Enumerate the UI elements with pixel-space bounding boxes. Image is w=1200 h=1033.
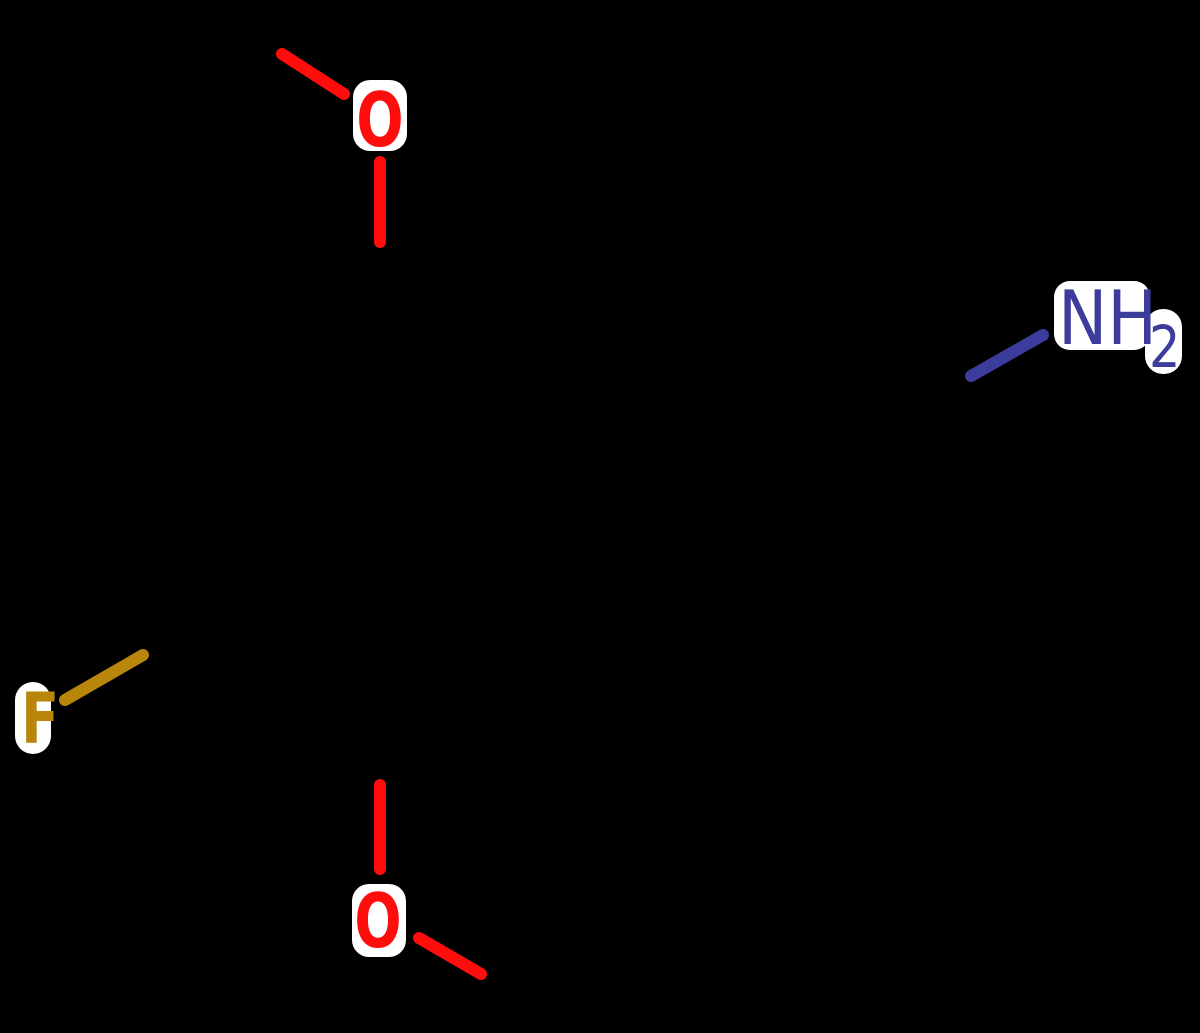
- fluorine-carbon-half-bond: [137, 604, 228, 661]
- bottom-oxygen-label: O: [354, 878, 401, 966]
- label-amine-group: NH 2: [1054, 274, 1182, 381]
- label-bottom-methoxy-oxygen: O: [352, 878, 406, 966]
- ring-bond-top-left: [212, 316, 386, 421]
- amine-label-background: [1054, 281, 1150, 350]
- ring-bond-left: [212, 409, 228, 616]
- ring-bond-bottom-left: [216, 604, 386, 701]
- ring-bond-top-right: [374, 316, 548, 421]
- chain-bond-c2-to-n-carbon-half: [894, 370, 977, 423]
- fluorine-label: F: [21, 678, 59, 760]
- ring-double-bond-top-right: [390, 344, 516, 421]
- label-fluorine: F: [15, 678, 59, 760]
- chain-bond-ring-to-c1: [536, 409, 727, 518]
- fluorine-label-background: [15, 682, 51, 754]
- ring-double-bond-bottom-right: [390, 596, 516, 673]
- amine-nh-label: NH: [1058, 274, 1157, 362]
- benzene-ring: [212, 316, 548, 701]
- amine-subscript-background: [1145, 309, 1182, 374]
- bottom-methyl-oxygen-half-bond: [413, 932, 487, 980]
- top-methyl-carbon-half-bond: [214, 8, 288, 60]
- ethylamine-chain-carbon-bonds: [536, 370, 977, 518]
- amine-subscript-label: 2: [1149, 313, 1180, 381]
- bottom-methyl-carbon-half-bond: [475, 968, 551, 1016]
- top-methyl-oxygen-half-bond: [276, 48, 350, 100]
- label-top-methoxy-oxygen: O: [353, 77, 407, 165]
- amine-nitrogen-half-bond: [965, 329, 1049, 382]
- substituent-carbon-half-bonds: [137, 8, 551, 1016]
- ring-bond-bottom-right: [374, 596, 548, 701]
- bottom-oxygen-label-background: [352, 884, 406, 957]
- ring-double-bond-left: [229, 438, 243, 586]
- colored-half-bonds: [59, 48, 1049, 980]
- chain-bond-c1-to-c2: [715, 411, 906, 518]
- top-oxygen-label-background: [353, 80, 407, 151]
- top-oxygen-label: O: [356, 77, 403, 165]
- fluorine-gold-half-bond: [59, 649, 149, 706]
